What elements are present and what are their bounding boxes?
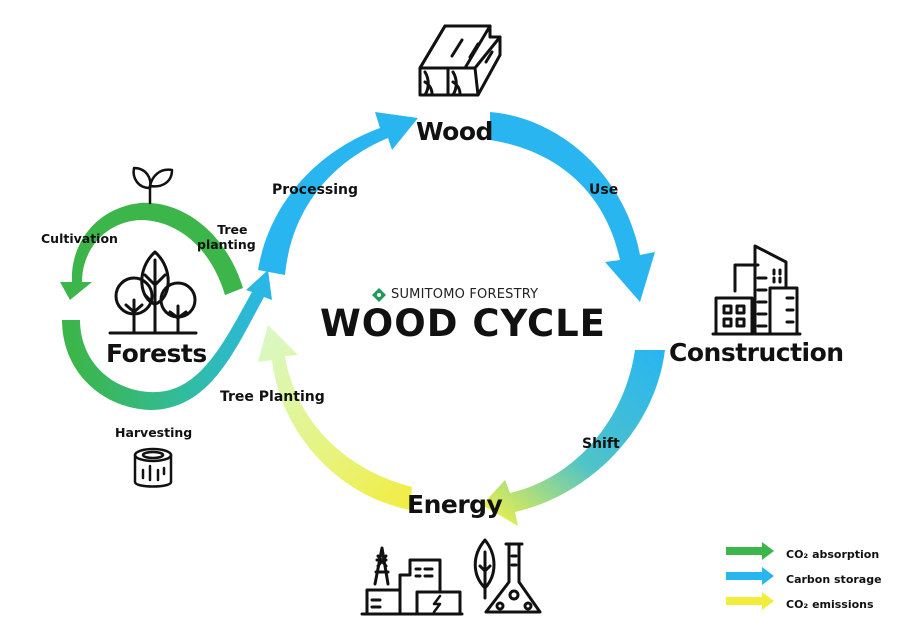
shift-arrow [482,350,665,526]
node-label-forests: Forests [106,339,207,368]
log-stump-icon [133,447,173,488]
legend-arrow-storage [726,567,774,585]
sprout-icon [132,166,174,205]
brand-name: SUMITOMO FORESTRY [391,287,539,302]
step-label-processing: Processing [272,182,359,198]
cultivation-arrow [60,202,243,300]
step-label-cultivation: Cultivation [41,231,118,246]
step-label-shift: Shift [582,436,620,452]
brand: SUMITOMO FORESTRY [372,287,538,302]
node-label-energy: Energy [407,490,503,519]
processing-arrow [258,112,418,275]
node-label-wood: Wood [416,117,493,146]
legend-arrow-emissions [726,592,774,610]
diagram-title: WOOD CYCLE [320,302,606,345]
legend-item: Carbon storage [786,573,882,586]
legend: CO₂ absorption Carbon storage CO₂ emissi… [722,542,882,617]
legend-item: CO₂ absorption [786,548,880,561]
trees-icon [108,250,198,335]
tree-planting-arrow [258,325,412,510]
biofuel-flask-icon [473,538,542,614]
clover-logo-icon [372,287,386,302]
step-label-use: Use [589,182,619,198]
legend-item: CO₂ emissions [786,598,874,611]
node-label-construction: Construction [669,338,844,367]
step-label-harvesting: Harvesting [115,425,193,440]
power-plant-icon [360,546,464,616]
buildings-icon [711,244,802,336]
use-arrow [490,112,655,302]
step-label-tree-planting: Tree Planting [220,389,325,405]
lumber-icon [418,24,502,97]
harvesting-arrow [62,270,272,410]
legend-arrow-absorption [726,542,774,560]
step-label-tree-planting-small: Tree planting [197,222,256,252]
